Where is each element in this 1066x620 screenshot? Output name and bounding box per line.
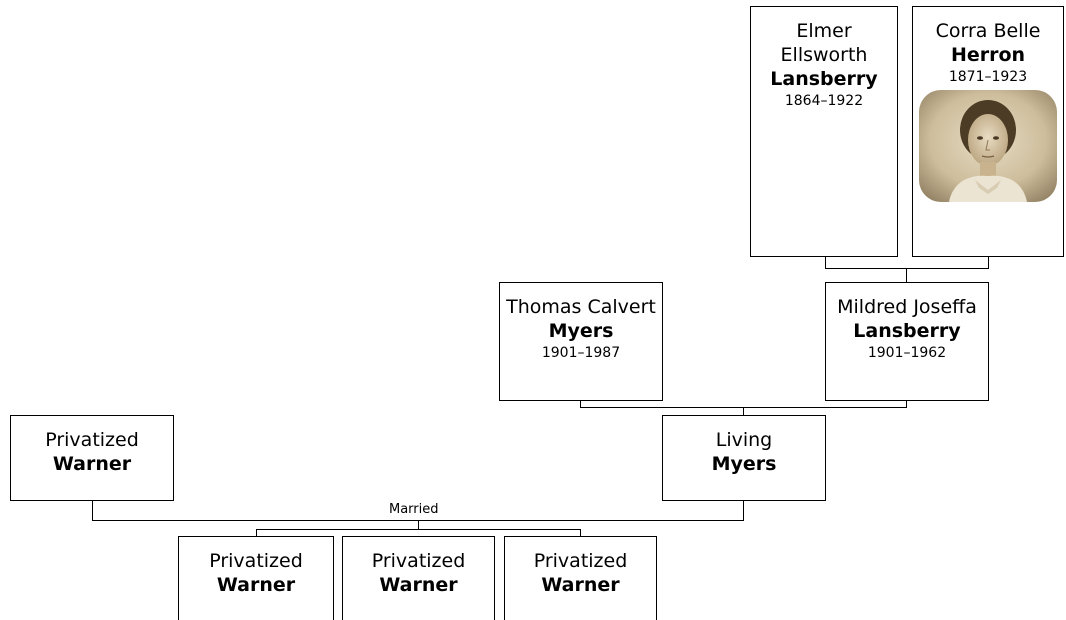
given-name: Thomas Calvert [506,296,656,318]
person-card-living-myers[interactable]: Living Myers [662,415,826,501]
life-dates: 1871–1923 [948,69,1028,85]
life-dates: 1901–1987 [541,345,621,361]
person-card-mildred-lansberry[interactable]: Mildred Joseffa Lansberry 1901–1962 [825,282,989,401]
given-name: Privatized [371,550,466,572]
person-name: Privatized Warner [505,537,656,597]
person-card-corra-herron[interactable]: Corra Belle Herron 1871–1923 [912,6,1064,257]
surname: Warner [379,574,458,596]
person-card-elmer-lansberry[interactable]: Elmer Ellsworth Lansberry 1864–1922 [750,6,898,257]
person-name: Living Myers [663,416,825,476]
connector-thomas-mildred-living [580,400,907,415]
given-name: Privatized [533,550,628,572]
life-dates: 1901–1962 [867,345,947,361]
person-name: Privatized Warner [179,537,333,597]
surname: Warner [216,574,296,596]
surname: Lansberry [770,68,878,90]
person-name: Privatized Warner [343,537,494,597]
life-dates: 1864–1922 [784,93,864,109]
person-name: Privatized Warner [11,416,173,476]
surname: Myers [548,320,614,342]
given-name: Living [715,429,773,451]
surname: Myers [711,453,777,475]
given-name: Elmer Ellsworth [780,20,868,66]
person-name: Mildred Joseffa Lansberry [826,283,988,343]
surname: Lansberry [853,320,961,342]
person-card-spouse-warner[interactable]: Privatized Warner [10,415,174,501]
person-card-child-2[interactable]: Privatized Warner [342,536,495,620]
given-name: Privatized [45,429,139,451]
marriage-label: Married [385,503,443,517]
person-card-child-3[interactable]: Privatized Warner [504,536,657,620]
given-name: Privatized [209,550,303,572]
person-name: Thomas Calvert Myers [500,283,662,343]
given-name: Mildred Joseffa [837,296,977,318]
person-name: Elmer Ellsworth Lansberry [751,7,897,91]
person-card-child-1[interactable]: Privatized Warner [178,536,334,620]
surname: Warner [541,574,620,596]
given-name: Corra Belle [935,20,1041,42]
portrait-photo [919,90,1057,202]
connector-children [256,520,581,536]
surname: Herron [950,44,1026,66]
surname: Warner [52,453,132,475]
person-name: Corra Belle Herron [913,7,1063,67]
connector-elmer-corra-mildred [825,256,989,282]
person-card-thomas-myers[interactable]: Thomas Calvert Myers 1901–1987 [499,282,663,401]
